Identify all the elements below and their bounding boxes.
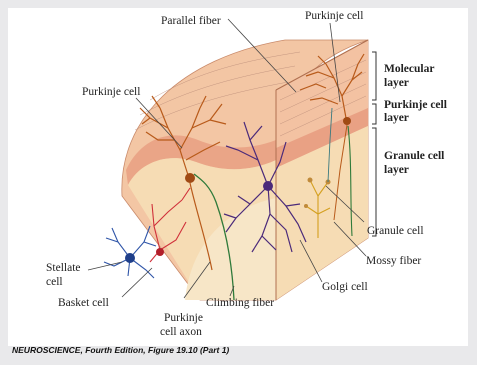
caption-edition-figure: , Fourth Edition, Figure 19.10 (Part 1) (80, 345, 229, 355)
label-stellate-cell-1: Stellate (46, 262, 81, 274)
basket-cell-soma (156, 248, 164, 256)
label-mossy-fiber: Mossy fiber (366, 255, 421, 267)
label-golgi-cell: Golgi cell (322, 281, 368, 293)
layer-brackets (372, 52, 376, 236)
figure-caption: NEUROSCIENCE, Fourth Edition, Figure 19.… (12, 345, 229, 355)
label-purkinje-axon-2: cell axon (160, 326, 202, 338)
label-molecular-layer-1: Molecular (384, 63, 434, 75)
label-parallel-fiber: Parallel fiber (161, 15, 221, 27)
label-granule-layer-1: Granule cell (384, 150, 444, 162)
label-purkinje-cell-top: Purkinje cell (305, 10, 363, 22)
label-purkinje-layer-2: layer (384, 112, 409, 124)
stellate-cell-soma (125, 253, 135, 263)
label-purkinje-cell-left: Purkinje cell (82, 86, 140, 98)
label-stellate-cell-2: cell (46, 276, 63, 288)
golgi-cell-soma (263, 181, 273, 191)
cerebellar-cortex-diagram: Parallel fiber Purkinje cell Purkinje ce… (0, 0, 477, 345)
label-purkinje-axon-1: Purkinje (164, 312, 203, 324)
purkinje-cell-left-soma (185, 173, 195, 183)
label-granule-cell: Granule cell (367, 225, 424, 237)
label-granule-layer-2: layer (384, 164, 409, 176)
label-climbing-fiber: Climbing fiber (206, 297, 274, 309)
stellate-cell-processes (104, 226, 156, 278)
label-basket-cell: Basket cell (58, 297, 109, 309)
label-molecular-layer-2: layer (384, 77, 409, 89)
label-purkinje-layer-1: Purkinje cell (384, 99, 447, 111)
purkinje-cell-right-soma (343, 117, 351, 125)
caption-book-title: NEUROSCIENCE (12, 345, 80, 355)
